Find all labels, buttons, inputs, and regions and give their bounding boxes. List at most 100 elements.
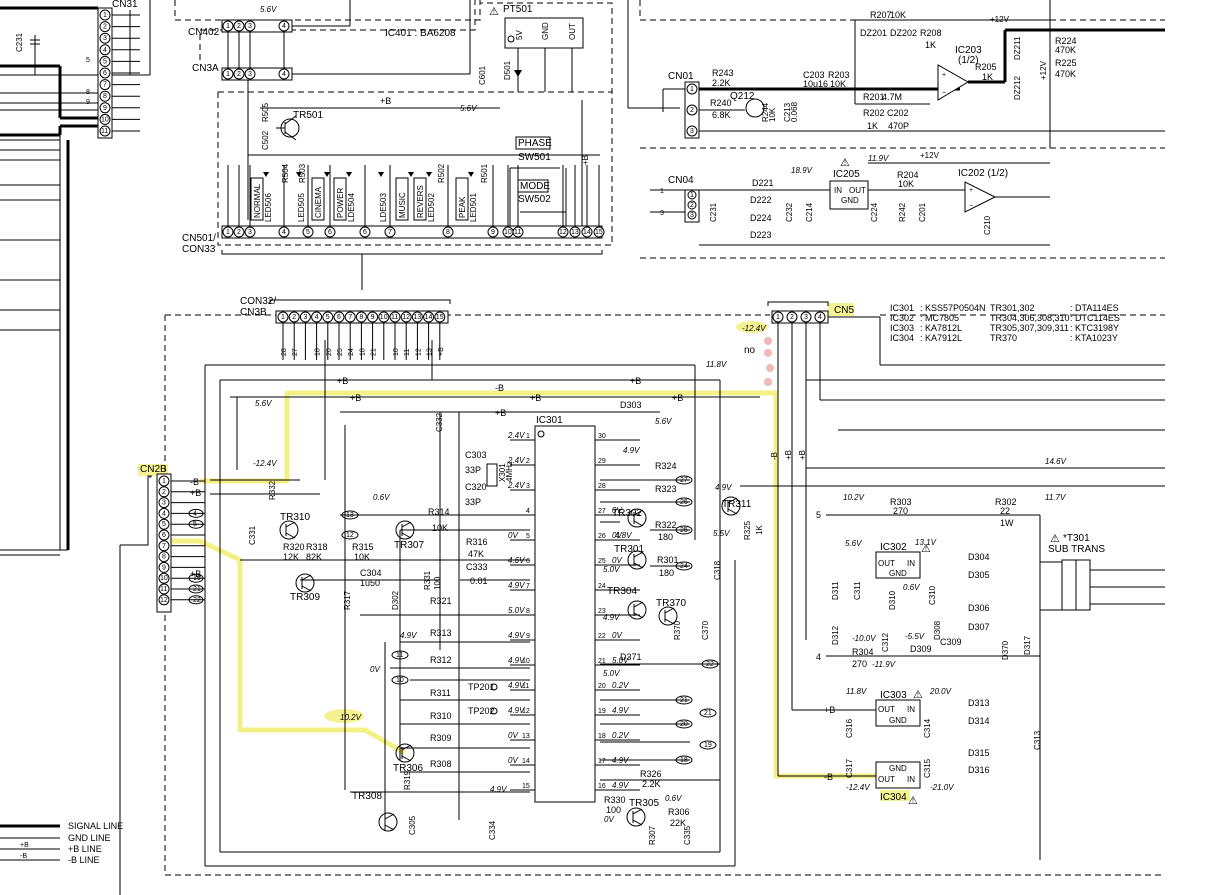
ic301-pin-13: 13 — [522, 733, 530, 740]
svg-text:C231: C231 — [709, 202, 718, 222]
svg-text:R303: R303 — [890, 497, 912, 507]
svg-text:180: 180 — [659, 568, 674, 578]
tr309-label: TR309 — [290, 592, 320, 603]
svg-text:D306: D306 — [968, 603, 990, 613]
svg-text:IC303: IC303 — [890, 323, 914, 333]
note-dots — [764, 337, 774, 386]
svg-text:6.8K: 6.8K — [712, 110, 731, 120]
svg-text:*T301: *T301 — [1063, 533, 1090, 544]
tr310-label: TR310 — [280, 512, 310, 523]
svg-text:R311: R311 — [430, 688, 451, 698]
svg-text:9: 9 — [162, 564, 166, 571]
svg-text:2: 2 — [292, 314, 296, 321]
ic301-pin-25: 25 — [598, 558, 606, 565]
svg-text:C310: C310 — [928, 585, 937, 605]
svg-text:TR370: TR370 — [990, 333, 1017, 343]
tr501-block: 5.6V +B TR501 R505 C502 — [247, 80, 600, 220]
svg-text:-10.0V: -10.0V — [852, 634, 876, 643]
svg-text:1: 1 — [162, 478, 166, 485]
svg-text:R325: R325 — [743, 520, 752, 540]
svg-text:11: 11 — [101, 128, 108, 135]
sw501-label: SW501 — [518, 152, 551, 163]
svg-text:+B: +B — [495, 408, 506, 418]
svg-text:R308: R308 — [430, 759, 452, 769]
svg-text:8: 8 — [103, 93, 107, 100]
led-name-6: REVERS — [416, 185, 425, 218]
led-ref-7: LED501 — [469, 193, 478, 222]
svg-text:3: 3 — [303, 314, 307, 321]
led-name-0: NORMAL — [253, 183, 262, 218]
svg-text:0V: 0V — [604, 815, 614, 824]
svg-text:0.2V: 0.2V — [612, 681, 629, 690]
svg-text:R304: R304 — [852, 647, 874, 657]
legend-gnd: GND LINE — [68, 833, 111, 843]
svg-text:13: 13 — [571, 229, 579, 236]
ic301-pin-6: 6 — [526, 558, 530, 565]
svg-text:1K: 1K — [982, 72, 993, 82]
svg-text:21: 21 — [704, 710, 712, 717]
svg-text:C331: C331 — [248, 525, 257, 545]
svg-text:R502: R502 — [437, 163, 446, 183]
svg-text:0V: 0V — [612, 556, 622, 565]
svg-text:22K: 22K — [670, 818, 686, 828]
svg-text:7: 7 — [348, 314, 352, 321]
svg-text:1K: 1K — [925, 40, 936, 50]
svg-text:2.4V: 2.4V — [507, 481, 525, 490]
legend: SIGNAL LINE GND LINE +B +B LINE -B -B LI… — [0, 821, 123, 865]
svg-text:C304: C304 — [360, 568, 382, 578]
power-supply: 14.6V 11.7V 10.2V 5 R303 270 R302 22 1W … — [740, 457, 1165, 860]
svg-text:33P: 33P — [465, 497, 481, 507]
ic301-pin-8: 8 — [526, 608, 530, 615]
svg-text:1: 1 — [690, 86, 694, 93]
svg-text:-B: -B — [20, 853, 27, 860]
legend-mb: -B LINE — [68, 855, 100, 865]
cn01-block: 1 2 3 CN01 R243 2.2K R240 6.8K Q212 R244… — [627, 0, 1165, 148]
svg-text:2.4V: 2.4V — [507, 456, 525, 465]
svg-text:2: 2 — [162, 489, 166, 496]
svg-text:R204: R204 — [897, 170, 919, 180]
svg-text:1u50: 1u50 — [360, 578, 380, 588]
svg-text:14.6V: 14.6V — [1045, 457, 1067, 466]
svg-text:+B: +B — [380, 96, 391, 106]
svg-text:47K: 47K — [468, 549, 484, 559]
svg-text:D370: D370 — [1001, 640, 1010, 660]
svg-text:11.9V: 11.9V — [868, 154, 889, 163]
board-outlines — [164, 0, 1165, 876]
svg-text:5.0V: 5.0V — [508, 606, 525, 615]
svg-text:TR304,306,308,310: TR304,306,308,310 — [990, 313, 1070, 323]
svg-text:1K: 1K — [867, 121, 878, 131]
svg-text:C502: C502 — [261, 130, 270, 150]
svg-text:9: 9 — [371, 314, 375, 321]
svg-text:D309: D309 — [910, 644, 932, 654]
svg-text:R208: R208 — [920, 28, 942, 38]
led-name-2: CINEMA — [314, 186, 323, 218]
svg-text:R322: R322 — [655, 520, 677, 530]
svg-text:6: 6 — [328, 229, 332, 236]
svg-text:D501: D501 — [503, 60, 512, 80]
svg-text:D314: D314 — [968, 716, 990, 726]
svg-text:: KA7812L: : KA7812L — [920, 323, 962, 333]
ic301-pin-16: 16 — [598, 783, 606, 790]
svg-text:7: 7 — [103, 82, 107, 89]
svg-text:R323: R323 — [655, 484, 677, 494]
svg-text:C316: C316 — [845, 718, 854, 738]
svg-text:180: 180 — [658, 532, 673, 542]
svg-text:(1/2): (1/2) — [958, 55, 979, 66]
svg-text:18: 18 — [359, 348, 366, 356]
svg-text:470K: 470K — [1055, 45, 1076, 55]
svg-text:11: 11 — [391, 314, 398, 321]
svg-text:-B: -B — [495, 383, 504, 393]
svg-text:D313: D313 — [968, 698, 990, 708]
svg-text:22: 22 — [706, 661, 714, 668]
svg-text:TP202: TP202 — [468, 706, 495, 716]
svg-text:4.9V: 4.9V — [400, 631, 417, 640]
legend-pb: +B LINE — [68, 844, 102, 854]
v-cn2b-1: -12.4V — [253, 459, 277, 468]
con32-label: CON32/ — [240, 296, 276, 307]
svg-text:D222: D222 — [750, 195, 772, 205]
svg-text:9: 9 — [103, 105, 107, 112]
ic301-pin-4: 4 — [526, 508, 530, 515]
svg-text:-B: -B — [190, 477, 199, 487]
svg-text:26: 26 — [680, 499, 688, 506]
